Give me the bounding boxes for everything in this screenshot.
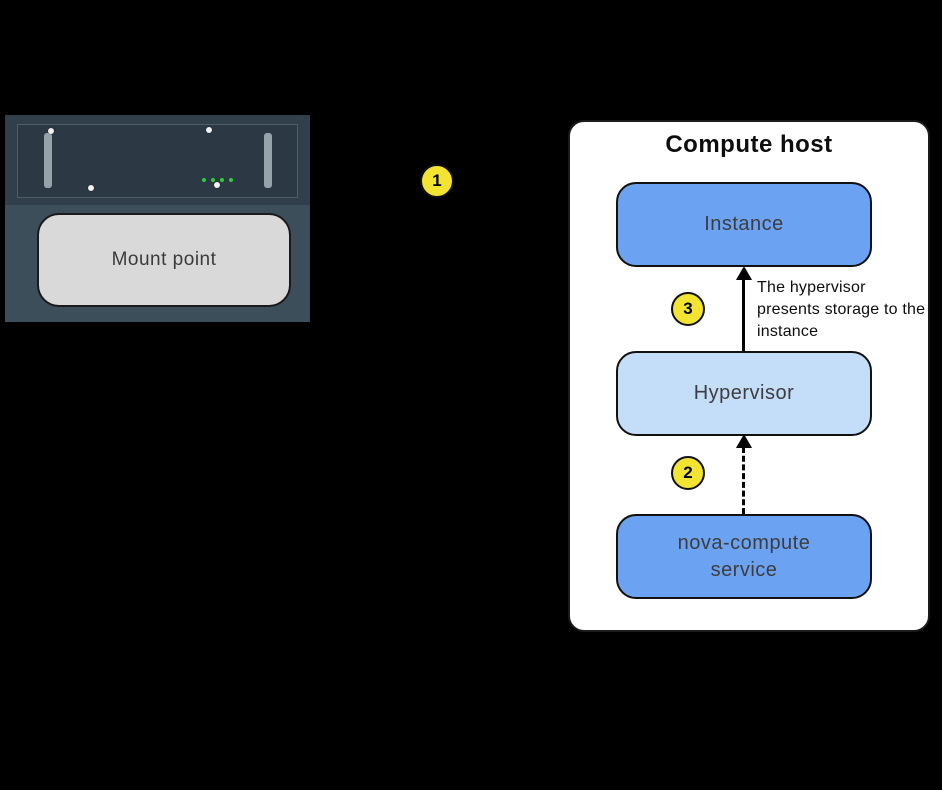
mount-point-label: Mount point <box>111 249 217 270</box>
appliance-handle-right-icon <box>264 133 272 188</box>
step-badge-2: 2 <box>671 456 705 490</box>
step-3-number: 3 <box>683 299 693 318</box>
hypervisor-label: Hypervisor <box>693 382 795 404</box>
appliance-top-section <box>5 115 310 205</box>
hypervisor-to-instance-arrowhead-icon <box>736 266 752 280</box>
led-indicators-icon <box>202 178 233 182</box>
step-badge-3: 3 <box>671 292 705 326</box>
nova-compute-label: nova-compute service <box>677 531 811 581</box>
step-badge-1: 1 <box>420 164 454 198</box>
screw-icon <box>88 185 94 191</box>
storage-appliance: Mount point <box>5 115 310 322</box>
step-2-number: 2 <box>683 463 693 482</box>
compute-host-title: Compute host <box>665 131 833 158</box>
annotation-text: The hypervisor presents storage to the i… <box>757 279 926 341</box>
mount-point-box: Mount point <box>37 213 291 307</box>
nova-compute-box: nova-compute service <box>616 514 872 599</box>
instance-label: Instance <box>704 213 784 235</box>
appliance-handle-left-icon <box>44 133 52 188</box>
appliance-faceplate <box>17 124 298 198</box>
hypervisor-box: Hypervisor <box>616 351 872 436</box>
step-1-number: 1 <box>432 171 442 190</box>
nova-to-hypervisor-arrow <box>742 447 745 514</box>
screw-icon <box>214 182 220 188</box>
screw-icon <box>206 127 212 133</box>
instance-box: Instance <box>616 182 872 267</box>
nova-to-hypervisor-arrowhead-icon <box>736 434 752 448</box>
hypervisor-to-instance-arrow <box>742 279 745 351</box>
screw-icon <box>48 128 54 134</box>
